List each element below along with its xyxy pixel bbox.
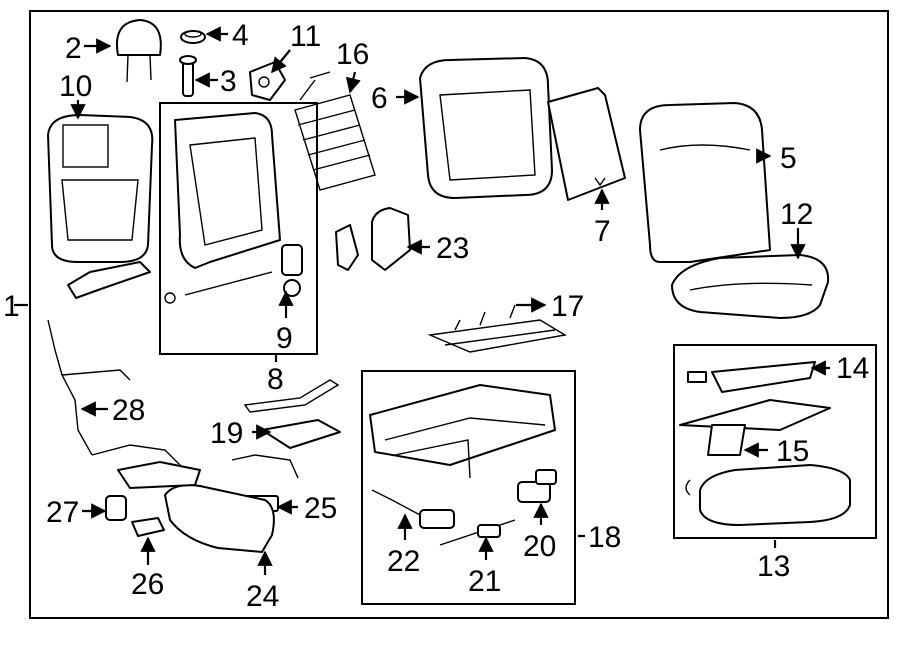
back-panel-part-7: [547, 87, 626, 201]
seat-cushion-cover-part-12: [671, 254, 830, 319]
callout-13: 13: [757, 550, 790, 583]
callout-10: 10: [59, 70, 92, 103]
cable-part-21: [439, 519, 516, 546]
callout-7: 7: [594, 215, 611, 248]
rod-above-19: [243, 379, 340, 413]
callout-22: 22: [387, 545, 420, 578]
motor-part-20: [517, 469, 557, 503]
seat-adjuster-part-18: [369, 384, 556, 479]
back-panel-part-10: [47, 114, 154, 263]
outer-frame: [29, 10, 889, 619]
callout-2: 2: [65, 32, 82, 65]
callout-14: 14: [836, 352, 869, 385]
callout-3: 3: [220, 65, 237, 98]
callout-23: 23: [436, 232, 469, 265]
callout-16: 16: [336, 38, 369, 71]
callout-26: 26: [131, 568, 164, 601]
callout-19: 19: [210, 417, 243, 450]
callout-4: 4: [232, 19, 249, 52]
seat-back-cushion-part-6: [419, 57, 553, 199]
callout-20: 20: [523, 530, 556, 563]
callout-17: 17: [551, 290, 584, 323]
recliner-motor-part-9: [281, 244, 303, 297]
callout-21: 21: [468, 565, 501, 598]
wiring-harness-part-28: [47, 319, 186, 471]
lumbar-switch-part-11: [249, 61, 286, 101]
callout-28: 28: [112, 394, 145, 427]
cap-part-27: [105, 495, 127, 521]
callout-12: 12: [780, 198, 813, 231]
heater-mat-part-14: [687, 361, 816, 393]
side-cover-part-23: [335, 207, 411, 271]
headrest-part-2: [116, 19, 162, 83]
callout-1: 1: [3, 290, 20, 323]
callout-15: 15: [776, 435, 809, 468]
seat-back-cover-part-5: [639, 102, 771, 263]
callout-24: 24: [246, 580, 279, 613]
headrest-guide-part-3: [179, 55, 197, 97]
callout-11: 11: [290, 20, 321, 53]
group-box-13: [673, 344, 877, 539]
leader-lines: [14, 26, 830, 575]
harness-connector: [117, 461, 201, 489]
group-box-18: [361, 370, 576, 605]
pad-part-15: [679, 399, 831, 456]
callout-25: 25: [304, 492, 337, 525]
callout-27: 27: [46, 496, 79, 529]
trim-bracket: [67, 261, 151, 299]
callout-18: 18: [588, 521, 621, 554]
motor-part-22: [371, 489, 455, 529]
lumbar-support-part-16: [294, 71, 376, 191]
seat-back-frame-part-8: [164, 112, 281, 304]
bracket-part-19: [261, 419, 341, 449]
seat-wire-part-17: [427, 304, 567, 353]
callout-5: 5: [780, 142, 797, 175]
callout-6: 6: [371, 82, 388, 115]
grommet-part-4: [180, 30, 206, 44]
knob-part-26: [131, 517, 165, 537]
seat-cushion-pad-part-13: [685, 464, 851, 526]
group-box-8: [159, 102, 318, 355]
callout-9: 9: [276, 322, 293, 355]
callout-8: 8: [267, 363, 284, 396]
